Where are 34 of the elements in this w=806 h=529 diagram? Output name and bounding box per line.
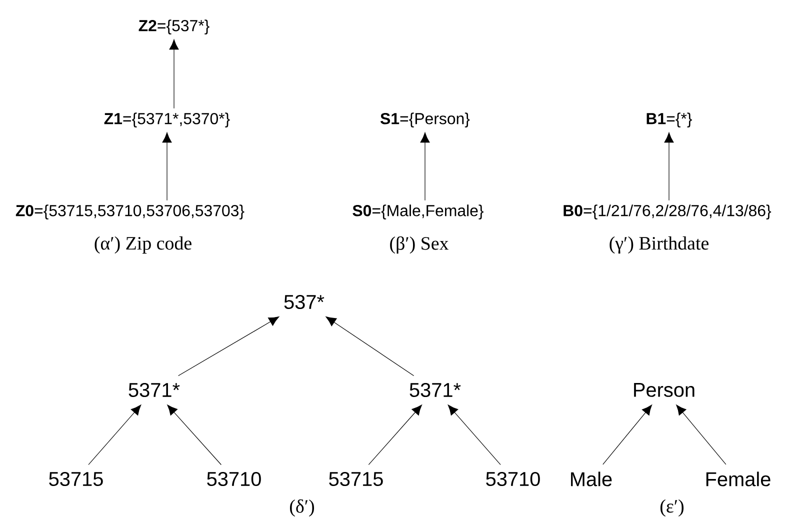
arrow bbox=[448, 404, 501, 466]
set-label: Z0={53715,53710,53706,53703} bbox=[16, 204, 244, 220]
tree-node-label: Male bbox=[571, 472, 612, 486]
tree-node-label: 53715 bbox=[329, 472, 383, 486]
arrow bbox=[368, 404, 422, 466]
set-label: S0={Male,Female} bbox=[352, 204, 484, 220]
tree-node-label: Person bbox=[634, 383, 694, 397]
arrow bbox=[676, 404, 726, 465]
arrow bbox=[169, 39, 179, 109]
arrow bbox=[167, 404, 222, 466]
arrow bbox=[664, 132, 674, 201]
arrow bbox=[162, 132, 172, 201]
tree-node-label: 53710 bbox=[486, 472, 540, 486]
arrow bbox=[88, 404, 142, 466]
tree-node-label: 53710 bbox=[207, 472, 261, 486]
set-label: B1={*} bbox=[646, 112, 692, 128]
tree-node-label: 537* bbox=[284, 294, 324, 310]
subfigure-caption: (β′) Sex bbox=[390, 236, 449, 254]
set-label: B0={1/21/76,2/28/76,4/13/86} bbox=[564, 204, 772, 220]
arrow bbox=[602, 404, 652, 465]
subfigure-caption: (δ′) bbox=[290, 499, 314, 517]
set-label: S1={Person} bbox=[380, 112, 470, 128]
arrow bbox=[326, 316, 414, 376]
set-label: Z1={5371*,5370*} bbox=[104, 112, 230, 128]
arrow bbox=[178, 316, 280, 376]
subfigure-caption: (ε′) bbox=[660, 499, 684, 517]
tree-node-label: 53715 bbox=[49, 472, 103, 486]
tree-node-label: 5371* bbox=[128, 382, 180, 398]
tree-node-label: 5371* bbox=[410, 382, 461, 398]
subfigure-caption: (α′) Zip code bbox=[94, 236, 192, 254]
arrow bbox=[420, 132, 430, 201]
set-label: Z2={537*} bbox=[138, 20, 210, 34]
tree-node-label: Female bbox=[706, 472, 770, 486]
subfigure-caption: (γ′) Birthdate bbox=[610, 236, 708, 254]
